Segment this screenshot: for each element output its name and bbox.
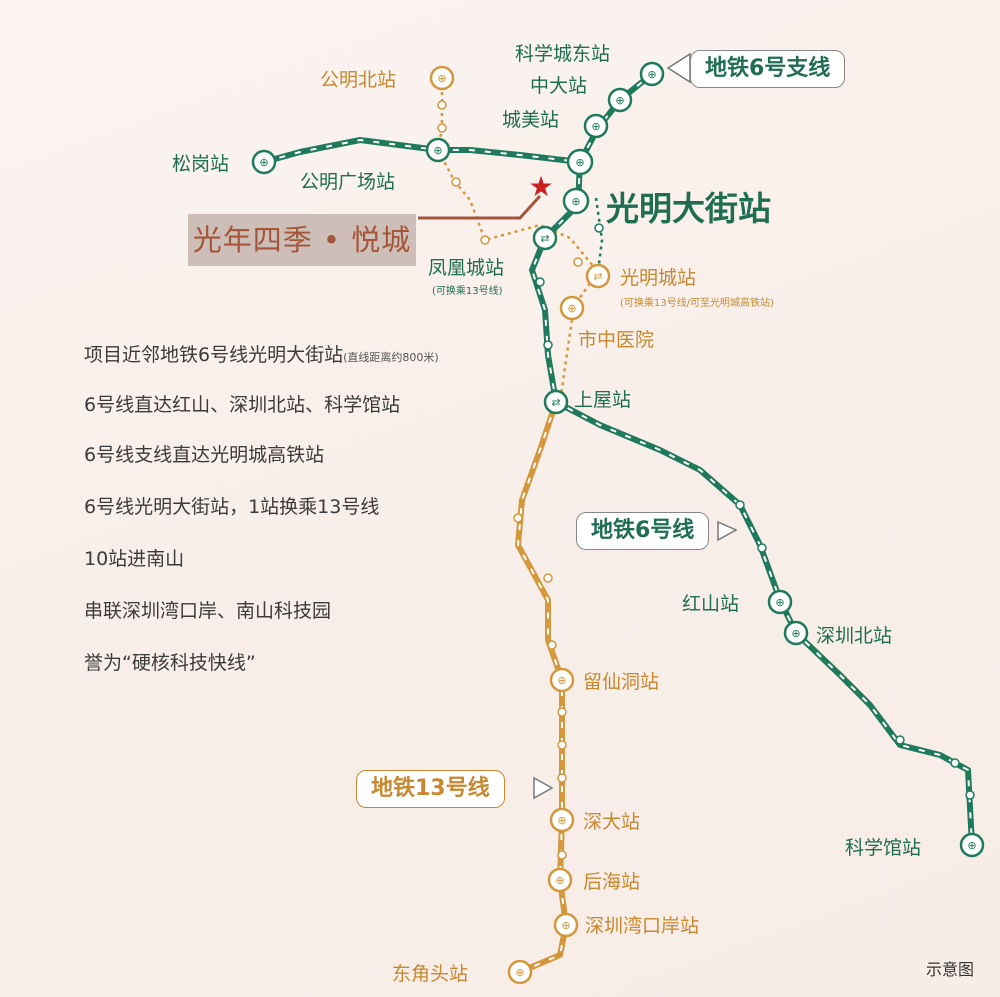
line6-branch-tag-text: 地铁6号支线 bbox=[705, 56, 831, 81]
station-icon-songgang: ⊕ bbox=[251, 149, 277, 175]
branch-tag-pointer bbox=[666, 52, 691, 84]
svg-text:⊕: ⊕ bbox=[437, 72, 446, 85]
svg-text:⇄: ⇄ bbox=[551, 396, 560, 409]
label-fenghuangcheng: 凤凰城站 bbox=[428, 257, 504, 279]
station-icon-shenzhenwankouan: ⊕ bbox=[553, 912, 579, 938]
label-liuxiandong: 留仙洞站 bbox=[583, 671, 659, 693]
svg-text:⊕: ⊕ bbox=[967, 839, 976, 852]
station-icon-gongmingguangchang: ⊕ bbox=[425, 137, 451, 163]
svg-text:⊕: ⊕ bbox=[567, 302, 576, 315]
svg-text:⊕: ⊕ bbox=[561, 919, 570, 932]
svg-text:⊕: ⊕ bbox=[591, 120, 600, 133]
info-text-4: 6号线光明大街站，1站换乘13号线 bbox=[84, 496, 380, 518]
station-icon-junction: ⊕ bbox=[566, 148, 594, 176]
svg-text:⇄: ⇄ bbox=[540, 232, 549, 245]
line6-tag: 地铁6号线 bbox=[576, 512, 710, 550]
station-icon-zhongda: ⊕ bbox=[607, 87, 633, 113]
line13-tag-text: 地铁13号线 bbox=[371, 776, 490, 801]
label-kexueguan: 科学馆站 bbox=[845, 837, 921, 859]
station-icon-liuxiandong: ⊕ bbox=[549, 667, 575, 693]
svg-text:⊕: ⊕ bbox=[791, 627, 800, 640]
line6-branch-tag: 地铁6号支线 bbox=[690, 50, 846, 88]
label-songgang: 松岗站 bbox=[172, 153, 229, 175]
label-shizhongyiyuan: 市中医院 bbox=[578, 329, 654, 351]
info-line-7: 誉为“硬核科技快线” bbox=[84, 648, 256, 675]
label-shenzhenbei: 深圳北站 bbox=[816, 625, 892, 647]
info-line-4: 6号线光明大街站，1站换乘13号线 bbox=[84, 492, 379, 519]
label-fenghuangcheng-note: (可换乘13号线) bbox=[432, 284, 503, 297]
svg-text:⊕: ⊕ bbox=[571, 195, 580, 208]
svg-text:⊕: ⊕ bbox=[575, 156, 584, 169]
info-line-1: 项目近邻地铁6号线光明大街站(直线距离约800米) bbox=[84, 340, 439, 367]
svg-text:⊕: ⊕ bbox=[555, 874, 564, 887]
station-icon-gongmingbei: ⊕ bbox=[429, 65, 455, 91]
intermediate-stops bbox=[437, 100, 975, 860]
label-chengmei: 城美站 bbox=[502, 109, 559, 131]
station-icon-houhai: ⊕ bbox=[547, 867, 573, 893]
line13-tag-pointer bbox=[533, 776, 554, 800]
station-labels: 科学城东站 中大站 城美站 公明北站 松岗站 公明广场站 光明大街站 凤凰城站 … bbox=[172, 43, 921, 985]
station-icon-fenghuangcheng: ⇄ bbox=[532, 225, 558, 251]
svg-text:⇄: ⇄ bbox=[593, 270, 602, 283]
project-star-icon: ★ bbox=[528, 170, 553, 203]
line6-tag-text: 地铁6号线 bbox=[591, 518, 695, 543]
svg-text:⊕: ⊕ bbox=[515, 966, 524, 979]
line6-path bbox=[261, 71, 975, 848]
station-icon-shenzhenbei: ⊕ bbox=[783, 620, 809, 646]
line13-tag: 地铁13号线 bbox=[356, 770, 505, 808]
svg-text:⊕: ⊕ bbox=[557, 814, 566, 827]
svg-text:⊕: ⊕ bbox=[259, 156, 268, 169]
station-icon-shizhongyiyuan: ⊕ bbox=[559, 295, 585, 321]
label-gongmingguangchang: 公明广场站 bbox=[300, 171, 395, 193]
label-guangmingcheng: 光明城站 bbox=[620, 267, 696, 289]
info-text-7: 誉为“硬核科技快线” bbox=[84, 652, 256, 674]
label-dongjiaotou: 东角头站 bbox=[392, 963, 468, 985]
info-line-5: 10站进南山 bbox=[84, 544, 184, 571]
info-text-3: 6号线支线直达光明城高铁站 bbox=[84, 444, 325, 466]
svg-text:⊕: ⊕ bbox=[647, 68, 656, 81]
svg-text:⊕: ⊕ bbox=[557, 674, 566, 687]
station-icon-guangmingdajie: ⊕ bbox=[562, 187, 590, 215]
label-hongshan: 红山站 bbox=[682, 593, 739, 615]
label-shenzhenwankouan: 深圳湾口岸站 bbox=[585, 915, 699, 937]
info-text-5: 10站进南山 bbox=[84, 548, 185, 570]
label-zhongda: 中大站 bbox=[530, 75, 587, 97]
info-note-1: (直线距离约800米) bbox=[343, 351, 439, 364]
station-icon-kexuechengdong: ⊕ bbox=[639, 61, 665, 87]
info-text-6: 串联深圳湾口岸、南山科技园 bbox=[84, 600, 332, 622]
label-kexuechengdong: 科学城东站 bbox=[515, 43, 610, 65]
station-icon-chengmei: ⊕ bbox=[583, 113, 609, 139]
label-shangwu: 上屋站 bbox=[574, 389, 631, 411]
label-guangmingdajie: 光明大街站 bbox=[606, 189, 771, 228]
station-icon-hongshan: ⊕ bbox=[767, 589, 793, 615]
station-icon-guangmingcheng: ⇄ bbox=[585, 263, 611, 289]
svg-text:⊕: ⊕ bbox=[775, 596, 784, 609]
label-houhai: 后海站 bbox=[583, 871, 640, 893]
label-guangmingcheng-note: (可换乘13号线/可至光明城高铁站) bbox=[620, 296, 774, 309]
info-line-3: 6号线支线直达光明城高铁站 bbox=[84, 440, 324, 467]
project-label: 光年四季 • 悦城 bbox=[188, 214, 416, 266]
label-gongmingbei: 公明北站 bbox=[320, 69, 396, 91]
line6-tag-pointer bbox=[717, 520, 738, 542]
schematic-note: 示意图 bbox=[925, 960, 974, 979]
info-text-1: 项目近邻地铁6号线光明大街站 bbox=[84, 344, 344, 366]
station-icon-shenda: ⊕ bbox=[549, 807, 575, 833]
station-icon-shangwu: ⇄ bbox=[543, 389, 569, 415]
station-icon-kexueguan: ⊕ bbox=[959, 832, 985, 858]
station-icons: ⊕ ⊕ ⊕ ⊕ ⊕ ⊕ ⊕ ⇄ ⇄ ⊕ ⊕ ⊕ ⊕ ⇄ ⊕ ⊕ ⊕ ⊕ ⊕ ⊕ bbox=[251, 61, 985, 985]
info-text-2: 6号线直达红山、深圳北站、科学馆站 bbox=[84, 394, 401, 416]
svg-text:⊕: ⊕ bbox=[615, 94, 624, 107]
svg-text:⊕: ⊕ bbox=[433, 144, 442, 157]
label-shenda: 深大站 bbox=[583, 811, 640, 833]
project-callout-line bbox=[418, 194, 542, 220]
station-icon-dongjiaotou: ⊕ bbox=[507, 959, 533, 985]
info-line-2: 6号线直达红山、深圳北站、科学馆站 bbox=[84, 390, 400, 417]
info-line-6: 串联深圳湾口岸、南山科技园 bbox=[84, 596, 331, 623]
